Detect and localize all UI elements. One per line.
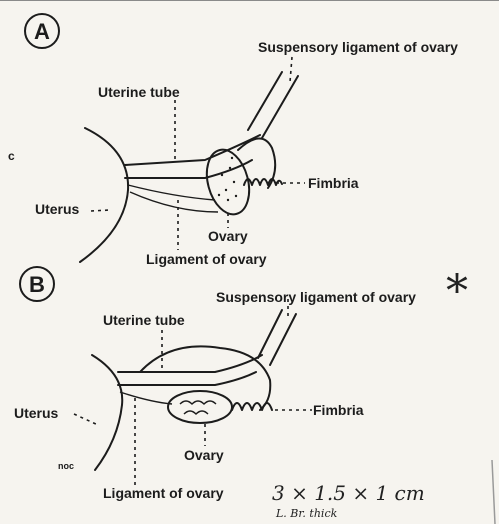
panel-b-letter: B — [29, 272, 45, 297]
panel-b-ligament-line — [120, 392, 172, 404]
panel-b-tube-lower — [118, 372, 256, 385]
panel-b-uterus-label: Uterus — [14, 405, 59, 421]
handwritten-note: 3 × 1.5 × 1 cm L. Br. thick — [272, 481, 425, 520]
panel-b: B Suspensory ligament of ovary Uterine t… — [14, 266, 468, 501]
handwritten-abbrev: L. Br. thick — [275, 507, 338, 520]
panel-a-ovary-stipple — [218, 157, 237, 201]
panel-b-leader-uterus — [74, 414, 98, 425]
panel-a-leader-uterus — [91, 210, 110, 211]
panel-b-initials: noc — [58, 461, 74, 471]
scan-right-edge — [492, 460, 495, 524]
panel-a-suspensory-line-1 — [248, 72, 282, 130]
panel-a: A Suspensory ligament of ovary Ut — [8, 14, 458, 267]
panel-b-ovary-texture — [180, 401, 216, 404]
panel-b-ovary-texture-2 — [184, 411, 208, 414]
asterisk-mark: * — [446, 266, 468, 317]
panel-a-ovary — [200, 145, 256, 219]
panel-a-tube-lower — [125, 160, 252, 178]
panel-b-uterine-tube-label: Uterine tube — [103, 312, 185, 328]
panel-a-ligament-label: Ligament of ovary — [146, 251, 267, 267]
panel-b-ligament-label: Ligament of ovary — [103, 485, 224, 501]
handwritten-dimensions: 3 × 1.5 × 1 cm — [272, 481, 425, 505]
panel-a-suspensory-label: Suspensory ligament of ovary — [258, 39, 458, 55]
panel-a-fimbria-label: Fimbria — [308, 175, 359, 191]
panel-a-letter: A — [34, 19, 50, 44]
panel-b-tube-upper — [118, 355, 262, 372]
panel-b-tube-arch — [140, 346, 270, 410]
panel-b-fimbria — [232, 403, 272, 410]
panel-b-suspensory-line-1 — [258, 310, 282, 358]
panel-b-suspensory-label: Suspensory ligament of ovary — [216, 289, 416, 305]
panel-a-suspensory-line-2 — [262, 76, 298, 138]
panel-b-ovary — [168, 391, 232, 423]
panel-a-uterus-label: Uterus — [35, 201, 80, 217]
panel-b-suspensory-line-2 — [270, 314, 296, 365]
panel-a-margin-mark: c — [8, 149, 15, 163]
panel-a-ovary-label: Ovary — [208, 228, 248, 244]
panel-a-leader-suspensory — [290, 57, 292, 82]
panel-b-fimbria-label: Fimbria — [313, 402, 364, 418]
panel-a-uterus-outline — [80, 128, 128, 262]
panel-a-ligament-line — [128, 185, 215, 200]
panel-a-uterine-tube-label: Uterine tube — [98, 84, 180, 100]
panel-b-ovary-label: Ovary — [184, 447, 224, 463]
